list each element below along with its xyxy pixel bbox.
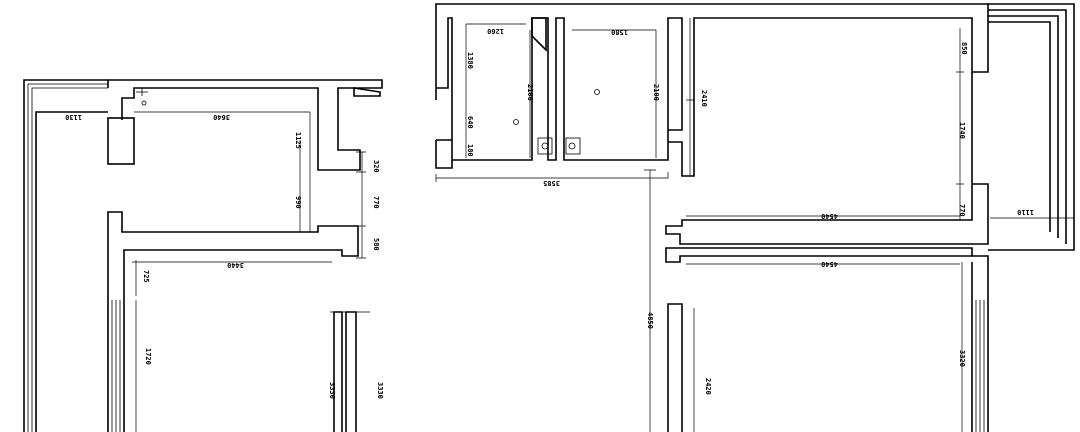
dim-left-seg-320: 320 (372, 160, 380, 173)
dim-room1-2100: 2100 (526, 84, 534, 101)
left-dim-text: 1130 3640 1125 320 770 580 990 3440 725 … (65, 113, 384, 399)
dim-left-lower-width: 3440 (227, 261, 244, 269)
dim-room1-width: 1260 (487, 27, 504, 35)
dim-room2-width: 1580 (611, 28, 628, 36)
left-pillars (330, 311, 370, 432)
right-dim-text: 1260 1380 2100 640 180 1580 2100 2410 35… (466, 27, 1034, 395)
dim-room1-640: 640 (466, 116, 474, 129)
dim-left-seg-770: 770 (372, 196, 380, 209)
dim-room1-height: 1380 (466, 52, 474, 69)
dim-right-top-850: 850 (960, 42, 968, 55)
floor-drain-icon (513, 119, 519, 125)
dim-right-upper-width: 4540 (821, 212, 838, 220)
right-main-walls (665, 3, 1075, 432)
dim-bath-total: 3585 (543, 179, 560, 187)
dim-left-room-small: 1125 (294, 132, 302, 149)
dim-right-2420: 2420 (704, 378, 712, 395)
dim-left-lower-725: 725 (142, 270, 150, 283)
left-dim-lines (36, 111, 366, 432)
dim-left-room-width: 3640 (213, 113, 230, 121)
dim-room1-180: 180 (466, 144, 474, 157)
floor-drain-icon (594, 89, 600, 95)
dim-left-lower-1720: 1720 (144, 348, 152, 365)
dim-right-balcony: 1110 (1017, 208, 1034, 216)
dim-right-vertical-4850: 4850 (646, 312, 654, 329)
dim-left-room-height: 990 (294, 196, 302, 209)
right-dim-lines (435, 18, 1074, 432)
right-bathrooms (435, 3, 989, 177)
dim-right-lower-width: 4540 (821, 260, 838, 268)
dim-left-top-wall: 1130 (65, 113, 82, 121)
dim-pillar-b: 3330 (376, 382, 384, 399)
dim-right-3320: 3320 (958, 350, 966, 367)
drain-icon (541, 142, 549, 150)
dim-pillar-a: 3330 (328, 382, 336, 399)
dim-left-seg-580: 580 (372, 238, 380, 251)
left-column-marker (141, 100, 147, 106)
drain-icon (568, 142, 576, 150)
dim-right-mid-1740: 1740 (958, 122, 966, 139)
dim-right-2410: 2410 (700, 90, 708, 107)
dim-room2-2100: 2100 (652, 84, 660, 101)
dim-right-770: 770 (958, 204, 966, 217)
